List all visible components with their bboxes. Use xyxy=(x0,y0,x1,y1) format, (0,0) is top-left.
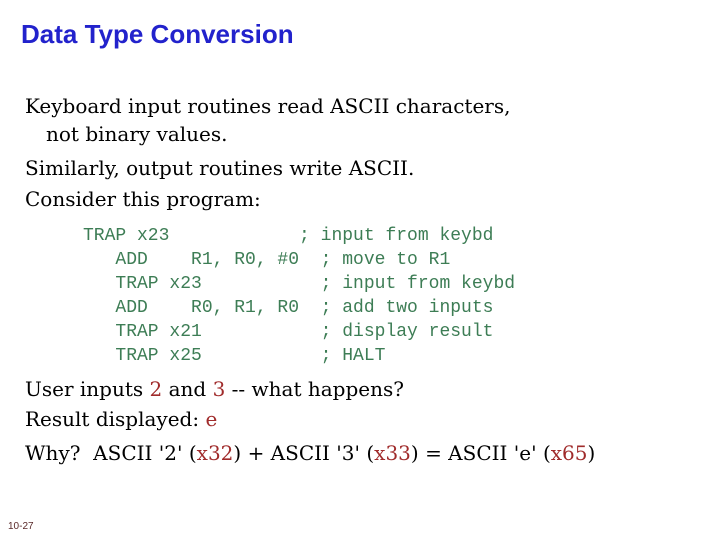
input-value-1: 2 xyxy=(149,377,163,401)
assembly-code-block: TRAP x23 ; input from keybd ADD R1, R0, … xyxy=(83,226,516,366)
body-line-not-binary: not binary values. xyxy=(46,122,228,146)
slide-page-number: 10-27 xyxy=(8,521,34,532)
body-line-keyboard-input: Keyboard input routines read ASCII chara… xyxy=(25,94,511,118)
why-mid1: ) + ASCII '3' ( xyxy=(233,441,375,465)
question-user-inputs: User inputs 2 and 3 -- what happens? xyxy=(25,378,404,401)
result-value: e xyxy=(205,407,218,431)
result-label: Result displayed: xyxy=(25,407,206,431)
page-title: Data Type Conversion xyxy=(21,19,294,49)
why-mid2: ) = ASCII 'e' ( xyxy=(410,441,551,465)
result-displayed-line: Result displayed: e xyxy=(25,408,217,431)
hex-value-x33: x33 xyxy=(374,441,411,465)
question-middle: and xyxy=(162,377,213,401)
body-line-consider-program: Consider this program: xyxy=(25,187,261,211)
hex-value-x32: x32 xyxy=(196,441,234,465)
why-suffix: ) xyxy=(587,441,596,465)
question-suffix: -- what happens? xyxy=(225,377,404,401)
question-prefix: User inputs xyxy=(25,377,150,401)
body-line-similarly: Similarly, output routines write ASCII. xyxy=(25,156,415,180)
why-explanation-line: Why? ASCII '2' (x32) + ASCII '3' (x33) =… xyxy=(25,442,595,465)
input-value-2: 3 xyxy=(212,377,226,401)
hex-value-x65: x65 xyxy=(550,441,588,465)
why-prefix: Why? ASCII '2' ( xyxy=(25,441,197,465)
